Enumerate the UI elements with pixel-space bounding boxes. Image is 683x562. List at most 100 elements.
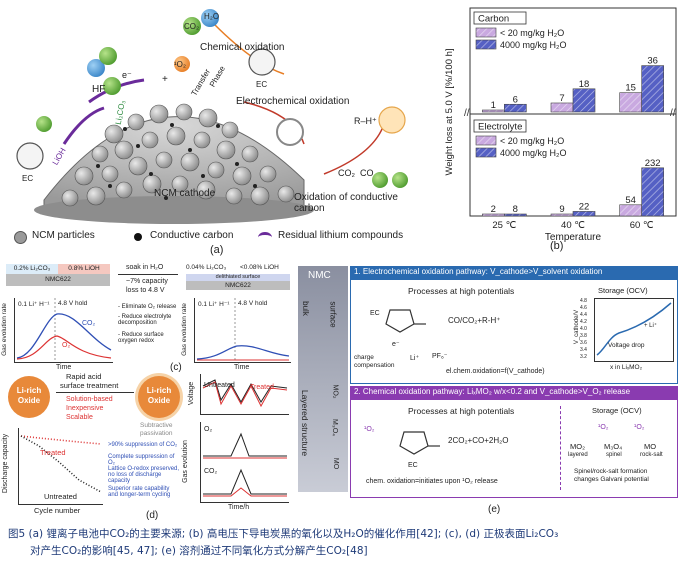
oxidation-cc-label: Oxidation of conductive carbon: [294, 192, 398, 214]
legend-lithium: Residual lithium compounds: [278, 230, 404, 241]
capacity-loss: ~7% capacity: [126, 278, 168, 285]
chain-m3o4: M₃O₄: [604, 442, 623, 451]
bar-0-2-0: [619, 92, 642, 113]
x-tick-label: 60 ℃: [630, 220, 654, 231]
el-chem-formula: el.chem.oxidation=f(V_cathode): [446, 368, 545, 375]
pf6-ion: PF₆⁻: [432, 353, 448, 360]
gas-curves-left: [16, 298, 112, 362]
gas-evolution-plot: [200, 422, 289, 503]
processes-2: Processes at high potentials: [408, 406, 515, 416]
h2o-mol: H₂O: [204, 12, 220, 21]
o2-label: ¹O₂: [364, 426, 375, 433]
benefit-4: Superior rate capability and longer-term…: [108, 486, 171, 498]
gas-curves-right: [196, 298, 290, 362]
discharge-plot: [18, 428, 103, 505]
axis-break-right: //: [670, 108, 676, 119]
bar-1-2-0: [619, 204, 642, 217]
spinel-note-2: changes Galvani potential: [574, 476, 649, 483]
ec-molecule-1: [385, 309, 426, 333]
group-title: Electrolyte: [478, 122, 522, 133]
soak-step: soak in H₂O: [126, 264, 164, 271]
bar-value-label: 8: [513, 204, 518, 215]
figure-caption: 图5 (a) 锂离子电池中CO₂的主要来源; (b) 高电压下导电炭黑的氧化以及…: [8, 526, 676, 560]
bulk-label: bulk: [300, 301, 310, 316]
cathode-label: NCM cathode: [154, 188, 216, 199]
voltage-plot: [200, 374, 289, 415]
treatment-arrow: [56, 392, 134, 393]
benefit-1: >90% suppression of CO₂: [108, 442, 178, 448]
charge-comp-2: compensation: [354, 362, 395, 369]
plus-sign: +: [162, 74, 168, 85]
chain-mo: MO: [644, 442, 657, 451]
section-1-title: 1. Electrochemical oxidation pathway: V_…: [354, 267, 603, 276]
legend-swatch: [475, 39, 497, 50]
legend-label: < 20 mg/kg H₂O: [500, 28, 564, 38]
subtractive-1: Subtractive: [140, 422, 173, 429]
ocv-tick-32: 3.2: [580, 354, 587, 360]
ec-label: EC: [22, 174, 34, 183]
bar-0-0-1: [504, 103, 527, 113]
bar-value-label: 18: [579, 79, 590, 90]
ec-molecule-2: [399, 431, 440, 455]
ocv-tick-36: 3.6: [580, 340, 587, 346]
legend-swatch: [475, 135, 497, 146]
bar-value-label: 9: [559, 204, 564, 215]
x-tick-label: 25 ℃: [492, 220, 516, 231]
voltage-untreated: Untreated: [204, 382, 235, 389]
mo2-label: MO₂: [331, 384, 339, 399]
ec-label-2: EC: [408, 462, 418, 469]
chain-rocksalt: rock-salt: [640, 452, 663, 458]
right-oxide-circle: [138, 376, 180, 418]
ocv-tick-46: 4.6: [580, 305, 587, 311]
storage-2: Storage (OCV): [592, 406, 642, 415]
voltage-treated: Treated: [250, 384, 274, 391]
storage-1: Storage (OCV): [598, 286, 648, 295]
panel-d: Li-rich Oxide Rapid acid surface treatme…: [2, 372, 294, 524]
legend-label: < 20 mg/kg H₂O: [500, 136, 564, 146]
panel-d-label: (d): [146, 510, 159, 521]
gas-ylabel: Gas evolution: [181, 440, 189, 483]
x-tick-label: 40 ℃: [561, 220, 585, 231]
o2-mol: ¹O₂: [174, 60, 186, 69]
x-axis-title: Temperature: [545, 232, 602, 243]
benefit-3: Lattice O-redox preserved, no loss of di…: [108, 466, 180, 484]
layered-label: Layered structure: [300, 389, 311, 457]
cycle-xlabel: Cycle number: [34, 506, 81, 515]
chain-mo2: MO₂: [570, 442, 585, 451]
gas-evolution-curves: [203, 432, 287, 497]
bar-0-1-0: [550, 102, 574, 113]
gas-co2: CO₂: [204, 468, 218, 475]
legend-label: 4000 mg/kg H₂O: [500, 148, 567, 158]
left-oxide-circle: [8, 376, 50, 418]
processes-1: Processes at high potentials: [408, 286, 515, 296]
panel-a-illustration: [16, 9, 408, 224]
voltage-drop: Voltage drop: [608, 342, 645, 349]
panel-b-label: (b): [550, 240, 564, 252]
time-right: Time: [234, 364, 250, 371]
chain-o2b: ¹O₂: [634, 424, 645, 431]
untreated-label: Untreated: [44, 492, 77, 501]
section-1-header: [350, 266, 677, 280]
bar-value-label: 232: [645, 158, 661, 169]
bar-1-1-1: [572, 211, 596, 217]
legend-swatch: [475, 147, 497, 158]
m3o4-label: M₃O₄: [330, 419, 338, 436]
ocv-tick-42: 4.2: [580, 319, 587, 325]
bar-value-label: 54: [625, 195, 636, 206]
nmc-layer: NMC622: [6, 274, 110, 286]
caption-line-1: 图5 (a) 锂离子电池中CO₂的主要来源; (b) 高电压下导电炭黑的氧化以及…: [8, 528, 559, 540]
ec-label-1: EC: [370, 310, 380, 317]
co2-mol: CO₂: [184, 22, 200, 31]
ocv-plot: [594, 298, 674, 362]
panel-c: 0.2% Li₂CO₃ 0.8% LiOH NMC622 soak in H₂O…: [1, 262, 294, 376]
hf-label: HF: [92, 84, 106, 95]
benefit-2: Complete suppression of O₂: [108, 454, 175, 466]
electrochem-ox-label: Electrochemical oxidation: [236, 96, 350, 107]
mo-label: MO: [332, 457, 340, 470]
left-oxide-label: Li-rich Oxide: [16, 386, 42, 405]
delithiated-layer: delithiated surface: [186, 274, 290, 281]
arrow-title-2: surface treatment: [60, 381, 119, 390]
chain-layered: layered: [568, 452, 588, 458]
lioh-layer-right: <0.08% LiOH: [240, 264, 279, 271]
